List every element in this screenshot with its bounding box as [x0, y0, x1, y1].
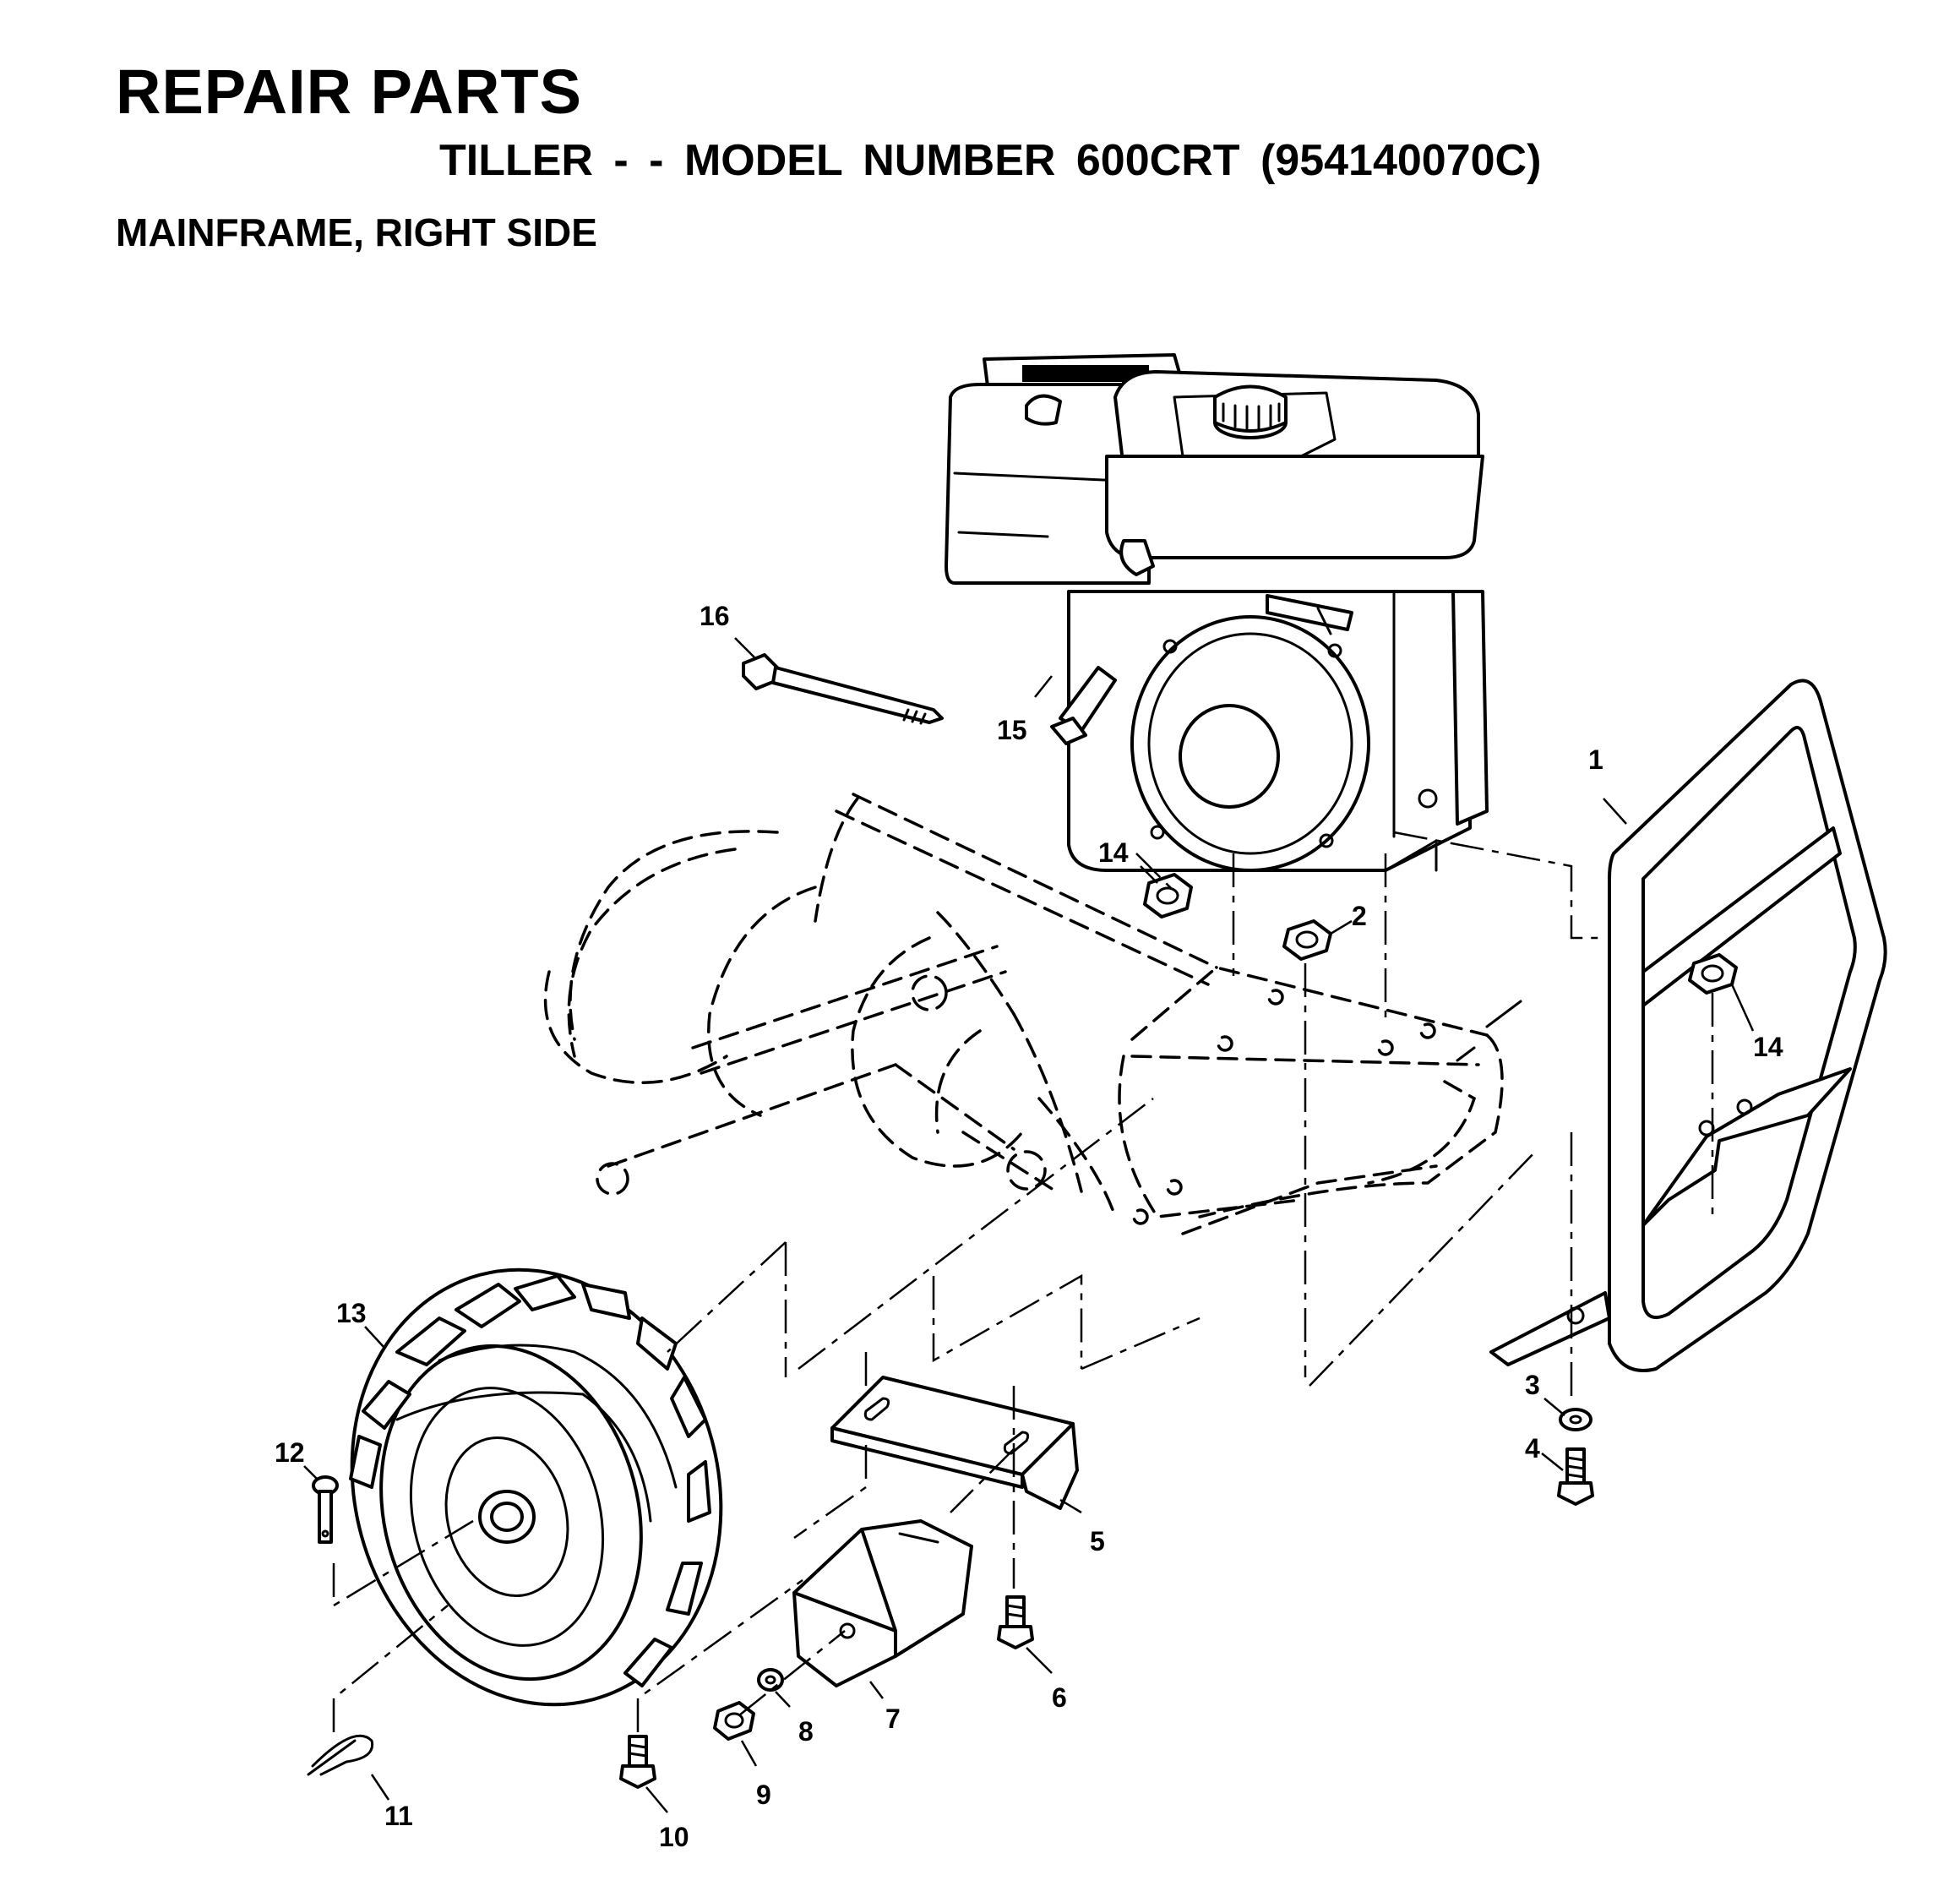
tine-assembly-dashed [543, 793, 1522, 1235]
mounting-bracket-illustration [830, 1376, 1079, 1510]
callout-9: 9 [756, 1780, 771, 1810]
leader-lines [303, 637, 1755, 1813]
callout-16: 16 [700, 601, 730, 631]
wheel-tire-illustration [349, 1267, 723, 1707]
cable-tie-illustration [742, 653, 944, 725]
hardware-illustrations [307, 873, 1738, 1789]
page-title: REPAIR PARTS [116, 57, 582, 127]
callout-5: 5 [1090, 1526, 1105, 1556]
callout-7: 7 [885, 1703, 901, 1734]
engine-illustration [945, 353, 1489, 872]
callout-labels: 1 2 3 4 5 6 7 8 9 10 11 12 13 14 14 15 1… [275, 601, 1783, 1852]
callout-1: 1 [1588, 744, 1603, 775]
model-subtitle: TILLER - - MODEL NUMBER 600CRT (95414007… [439, 136, 1542, 185]
callout-15: 15 [997, 715, 1027, 745]
callout-13: 13 [336, 1298, 367, 1328]
callout-12: 12 [275, 1437, 305, 1468]
callout-4: 4 [1525, 1433, 1540, 1464]
callout-11: 11 [384, 1801, 413, 1831]
section-title: MAINFRAME, RIGHT SIDE [116, 210, 597, 254]
callout-2: 2 [1352, 901, 1367, 931]
callout-14-left: 14 [1098, 837, 1129, 868]
callout-6: 6 [1052, 1682, 1067, 1713]
callout-8: 8 [798, 1716, 814, 1747]
callout-14-right: 14 [1753, 1032, 1783, 1062]
callout-10: 10 [659, 1822, 689, 1852]
shield-block-illustration [792, 1519, 973, 1687]
assembly-centerlines [332, 831, 1714, 1732]
callout-3: 3 [1525, 1370, 1540, 1400]
front-bumper-frame-illustration [1489, 679, 1887, 1372]
